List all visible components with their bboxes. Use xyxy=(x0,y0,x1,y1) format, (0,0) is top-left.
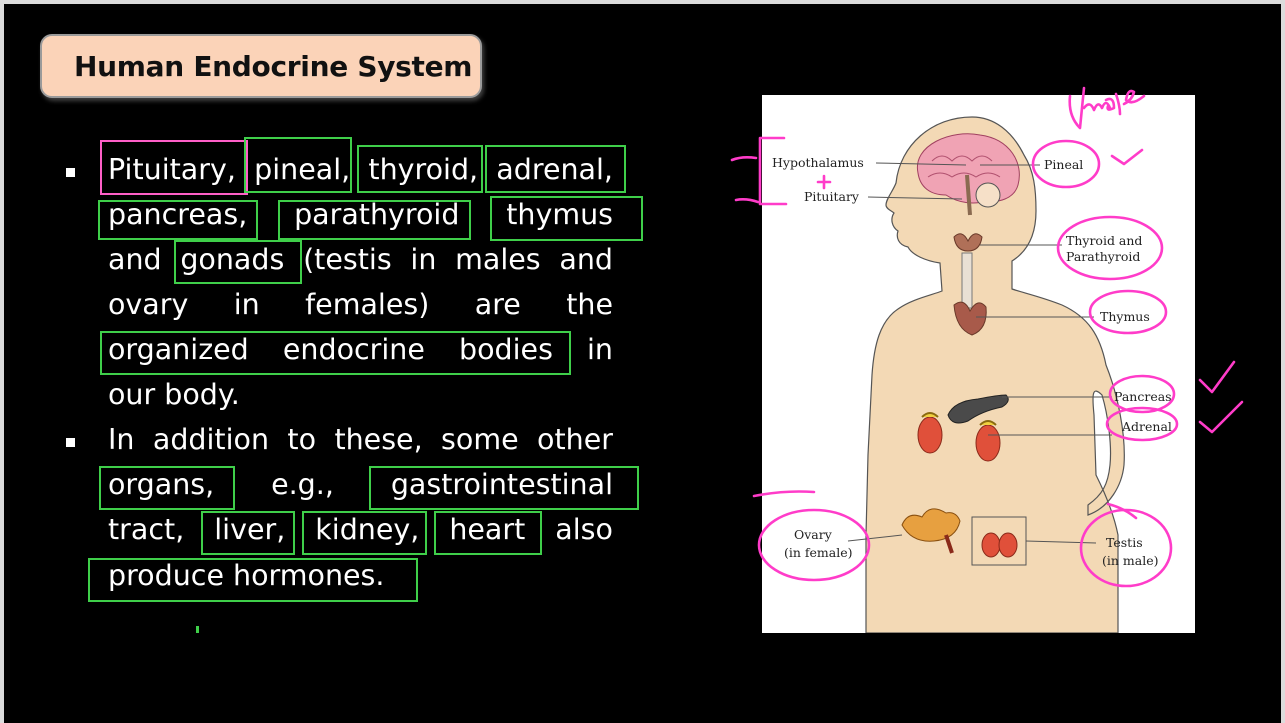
word: pancreas, xyxy=(108,198,248,231)
word: kidney, xyxy=(315,513,420,546)
highlight-box-adrenal xyxy=(485,145,626,193)
slide: Human Endocrine System Pituitary, pineal… xyxy=(4,4,1281,723)
kidney-right xyxy=(975,424,1001,462)
bullet2-line-1: In addition to these, some other xyxy=(108,418,613,462)
word: in xyxy=(587,333,613,366)
highlight-box-organs xyxy=(99,466,235,510)
label-thymus: Thymus xyxy=(1100,309,1150,324)
thyroid-gland xyxy=(953,233,983,252)
word: adrenal, xyxy=(496,153,613,186)
label-ovary-2: (in female) xyxy=(784,545,853,560)
word: ovary xyxy=(108,288,189,321)
word: our body. xyxy=(108,378,240,411)
word: liver, xyxy=(214,513,286,546)
word: males xyxy=(455,243,541,276)
label-hypothalamus: Hypothalamus xyxy=(772,155,864,170)
label-thyroid-1: Thyroid and xyxy=(1066,233,1142,248)
pancreas-organ xyxy=(947,394,1009,424)
kidney-left xyxy=(917,416,943,454)
word: Pituitary, xyxy=(108,153,236,186)
highlight-box-organized-endocrine-bodies xyxy=(100,331,571,375)
cerebellum xyxy=(975,182,1001,208)
bullet-marker xyxy=(66,168,75,177)
body-illustration: Hypothalamus Pituitary Pineal Thyroid an… xyxy=(772,116,1172,634)
word: organs, xyxy=(108,468,215,501)
highlight-box-gonads xyxy=(174,240,302,284)
bullet1-line-1: Pituitary, pineal, thyroid, adrenal, xyxy=(108,148,613,192)
label-thyroid-2: Parathyroid xyxy=(1066,249,1140,264)
word: are xyxy=(474,288,521,321)
testis-organ xyxy=(981,532,1001,558)
word: (testis xyxy=(303,243,392,276)
word: and xyxy=(108,243,162,276)
word: females) xyxy=(305,288,430,321)
word: e.g., xyxy=(271,468,334,501)
word: some xyxy=(441,423,519,456)
word: these, xyxy=(334,423,423,456)
highlight-box-liver xyxy=(201,511,295,555)
label-testis-1: Testis xyxy=(1106,535,1143,550)
word: gonads xyxy=(180,243,285,276)
word: parathyroid xyxy=(294,198,460,231)
bullet1-line-2: pancreas, parathyroid thymus xyxy=(108,193,613,237)
highlight-box-kidney xyxy=(302,511,427,555)
bullet1-line-5: organized endocrine bodies in xyxy=(108,328,613,372)
highlight-box-pineal xyxy=(244,137,352,193)
label-testis-2: (in male) xyxy=(1102,553,1158,568)
slide-title: Human Endocrine System xyxy=(74,49,473,83)
label-ovary-1: Ovary xyxy=(794,527,833,542)
endocrine-diagram: Hypothalamus Pituitary Pineal Thyroid an… xyxy=(762,95,1195,634)
thymus-gland xyxy=(953,301,987,336)
word: also xyxy=(555,513,613,546)
word: thyroid, xyxy=(368,153,479,186)
word: the xyxy=(566,288,613,321)
highlight-box-pancreas xyxy=(98,200,258,240)
highlight-box-thyroid xyxy=(357,145,483,193)
word: produce hormones. xyxy=(108,559,385,592)
highlight-box-gastrointestinal xyxy=(369,466,639,510)
highlight-box-thymus xyxy=(490,196,643,241)
word: in xyxy=(410,243,437,276)
label-pancreas: Pancreas xyxy=(1114,389,1172,404)
word: gastrointestinal xyxy=(390,468,613,501)
word: in xyxy=(233,288,260,321)
body-silhouette xyxy=(865,116,1125,634)
label-adrenal: Adrenal xyxy=(1121,419,1172,434)
highlight-box-pituitary xyxy=(100,140,248,195)
word: other xyxy=(537,423,613,456)
word: heart xyxy=(449,513,526,546)
word: addition xyxy=(152,423,270,456)
word: thymus xyxy=(506,198,613,231)
bullet-marker xyxy=(66,438,75,447)
bullet2-line-4: produce hormones. xyxy=(108,554,384,598)
word: bodies xyxy=(459,333,553,366)
word: and xyxy=(559,243,613,276)
highlight-box-heart xyxy=(434,511,542,555)
highlight-box-parathyroid xyxy=(278,200,471,240)
bullet1-line-4: ovary in females) are the xyxy=(108,283,613,327)
ink-dot xyxy=(196,626,199,633)
bullet1-line-3: and gonads (testis in males and xyxy=(108,238,613,282)
bullet2-line-2: organs, e.g., gastrointestinal xyxy=(108,463,613,507)
word: endocrine xyxy=(282,333,425,366)
slide-title-box: Human Endocrine System xyxy=(40,34,482,98)
word: tract, xyxy=(108,513,185,546)
word: In xyxy=(108,423,135,456)
bullet1-line-6: our body. xyxy=(108,373,240,417)
bullet2-line-3: tract, liver, kidney, heart also xyxy=(108,508,613,552)
word: organized xyxy=(108,333,249,366)
highlight-box-produce-hormones xyxy=(88,558,418,602)
label-pituitary: Pituitary xyxy=(804,189,860,204)
word: to xyxy=(287,423,317,456)
ovary-organ xyxy=(901,508,961,542)
label-pineal: Pineal xyxy=(1044,157,1083,172)
trachea xyxy=(961,252,973,309)
word: pineal, xyxy=(254,153,351,186)
